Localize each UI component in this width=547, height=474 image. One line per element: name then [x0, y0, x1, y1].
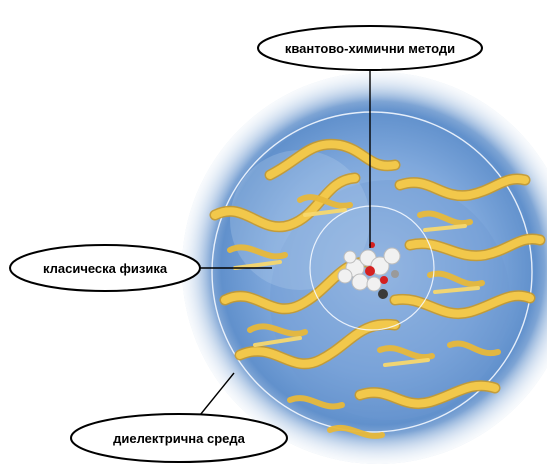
- dielectric-callout: диелектрична среда: [71, 414, 287, 462]
- quantum-label: квантово-химични методи: [285, 41, 455, 56]
- dielectric-leader-line: [196, 373, 234, 420]
- classical-callout: класическа физика: [10, 245, 200, 291]
- classical-label: класическа физика: [43, 261, 168, 276]
- quantum-callout: квантово-химични методи: [258, 26, 482, 70]
- dielectric-label: диелектрична среда: [113, 431, 245, 446]
